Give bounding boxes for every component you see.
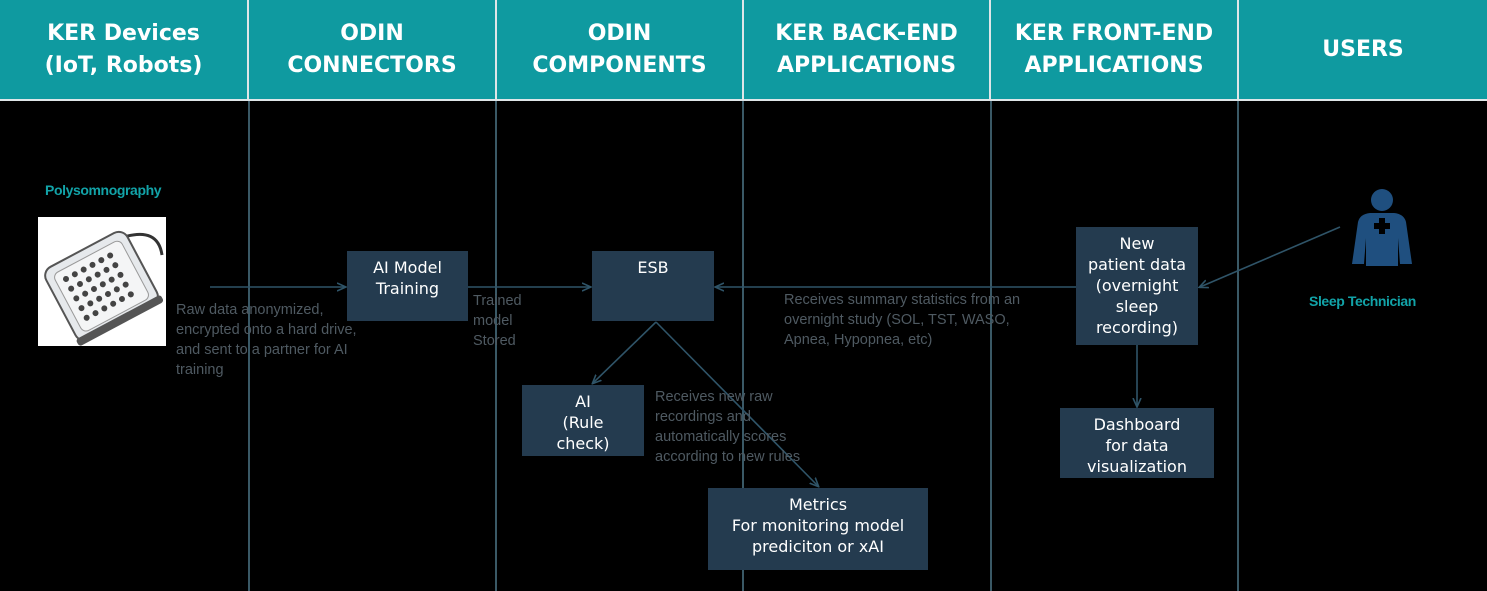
dashboard-box: Dashboard for data visualization [1060, 408, 1214, 478]
ai-rule-check-box: AI (Rule check) [522, 385, 644, 456]
column-header-row: KER Devices (IoT, Robots) ODIN CONNECTOR… [0, 0, 1487, 103]
column-title: USERS [1322, 36, 1404, 62]
summary-statistics-note: Receives summary statistics from an over… [784, 292, 1021, 348]
column-title: ODIN CONNECTORS [287, 20, 457, 78]
raw-data-note: Raw data anonymized, encrypted onto a ha… [176, 302, 357, 378]
column-header-odin-components: ODIN COMPONENTS [497, 0, 744, 101]
column-header-odin-connectors: ODIN CONNECTORS [249, 0, 497, 101]
user-label: Sleep Technician [1309, 293, 1416, 309]
arrow-user-to-patient [1200, 226, 1341, 287]
column-divider [742, 101, 744, 591]
column-divider [990, 101, 992, 591]
trained-model-note: Trained model Stored [473, 293, 522, 349]
column-title: KER Devices (IoT, Robots) [44, 20, 203, 78]
column-title: KER BACK-END APPLICATIONS [775, 20, 958, 78]
column-divider [495, 101, 497, 591]
column-header-ker-back-end: KER BACK-END APPLICATIONS [744, 0, 991, 101]
device-label: Polysomnography [45, 182, 162, 198]
sleep-technician-icon [1348, 188, 1416, 268]
new-patient-data-box: New patient data (overnight sleep record… [1076, 227, 1198, 345]
arrow-esb-to-ai [593, 321, 657, 383]
column-header-users: USERS [1239, 0, 1487, 101]
column-title: ODIN COMPONENTS [532, 20, 707, 78]
polysomnography-device-icon [44, 230, 164, 346]
arrow-esb-to-metrics [655, 321, 818, 486]
column-header-ker-front-end: KER FRONT-END APPLICATIONS [991, 0, 1239, 101]
metrics-box: Metrics For monitoring model prediciton … [708, 488, 928, 570]
column-divider [1237, 101, 1239, 591]
ai-model-training-box: AI Model Training [347, 251, 468, 321]
polysomnography-device-image [38, 217, 166, 346]
column-divider [248, 101, 250, 591]
column-header-ker-devices: KER Devices (IoT, Robots) [0, 0, 249, 101]
column-title: KER FRONT-END APPLICATIONS [1014, 20, 1214, 78]
esb-box: ESB [592, 251, 714, 321]
raw-recordings-note: Receives new raw recordings and automati… [655, 389, 801, 465]
